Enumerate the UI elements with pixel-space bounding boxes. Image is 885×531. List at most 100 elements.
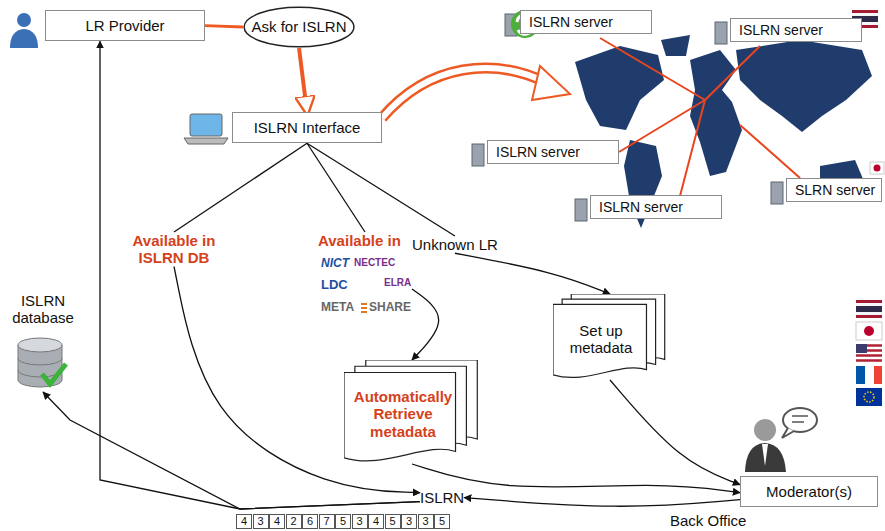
logo-text: META [321, 300, 354, 314]
world-map [575, 46, 664, 130]
branch-label: Unknown LR [412, 236, 498, 253]
moderator-icon [782, 428, 794, 438]
interface-box: ISLRN Interface [232, 112, 382, 143]
request-ellipse: Ask for ISLRN [243, 6, 355, 48]
node-text: Available in [318, 232, 412, 249]
number-cell: 3 [418, 514, 434, 529]
ellipse-outline [244, 7, 354, 46]
number-cell: 5 [385, 514, 401, 529]
node-text: SLRN server [795, 182, 875, 198]
number-cell: 5 [434, 514, 450, 529]
number-cell: 7 [319, 514, 335, 529]
database-icon [18, 338, 66, 387]
logo-text: LDC [321, 277, 348, 292]
server-link [740, 125, 800, 178]
connector [307, 143, 365, 232]
database-icon [18, 338, 62, 352]
world-map [690, 50, 742, 176]
number-cell: 3 [253, 514, 269, 529]
document-outline [344, 372, 456, 460]
edge-label: Back Office [668, 512, 748, 529]
number-cell: 5 [335, 514, 351, 529]
logo-text: SHARE [369, 300, 411, 314]
flag-japan [870, 162, 884, 174]
moderator-box: Moderator(s) [740, 476, 878, 507]
laptop-icon [190, 114, 222, 136]
node-text: ISLRN server [529, 14, 645, 30]
node-text: ISLRN [420, 489, 464, 506]
node-text: Automatically Retrieve metadata [350, 388, 456, 440]
server-box: ISLRN server [730, 18, 862, 42]
moderator-icon [792, 416, 808, 422]
node-text: Available in ISLRN DB [120, 232, 228, 267]
node-text: LR Provider [56, 17, 194, 34]
flag-france [696, 199, 882, 384]
number-cell: 2 [286, 514, 302, 529]
meta-share-mark [361, 304, 367, 312]
world-map [736, 40, 872, 132]
server-link [705, 46, 760, 100]
flag-eu [864, 392, 874, 402]
islrn-node: ISLRN [420, 489, 464, 506]
world-map [661, 35, 690, 56]
node-text: ISLRN server [496, 144, 612, 160]
server-link [600, 38, 800, 196]
connector [299, 48, 307, 112]
node-text: ISLRN server [599, 199, 715, 215]
connector [464, 498, 740, 507]
document-stack: Set up metadata [553, 294, 667, 380]
node-text: ISLRN database [2, 292, 84, 327]
hollow-arrow [532, 66, 570, 100]
meta-share-mark [361, 304, 367, 312]
document-outline [553, 304, 646, 377]
connector [412, 289, 439, 360]
flag-thailand [856, 303, 882, 315]
server-icon [575, 199, 587, 221]
hollow-arrow [382, 68, 545, 118]
person-icon [10, 29, 38, 48]
flag-japan [856, 322, 882, 340]
node-text: ISLRN Interface [243, 119, 371, 136]
flag-japan [874, 165, 881, 172]
moderator-icon [745, 443, 786, 472]
server-link [619, 100, 705, 152]
node-text: Set up metadata [559, 322, 643, 357]
number-cell: 3 [352, 514, 368, 529]
flag-japan [864, 326, 874, 336]
flag-france [856, 366, 865, 384]
hollow-arrow [382, 66, 570, 118]
server-link [600, 38, 705, 100]
server-icon [472, 144, 484, 166]
person-icon [17, 13, 31, 27]
number-cell: 6 [302, 514, 318, 529]
flag-usa [856, 344, 882, 362]
document-stack: Automatically Retrieve metadata [344, 360, 480, 464]
node-text: ISLRN server [739, 22, 855, 38]
server-box: SLRN server [786, 178, 882, 202]
logo-text: NECTEC [354, 257, 395, 268]
database-node: ISLRN database [2, 292, 84, 392]
database-icon [42, 364, 66, 384]
connector [307, 143, 455, 236]
flag-thailand [856, 306, 882, 312]
number-cell: 4 [269, 514, 285, 529]
moderator-icon [754, 419, 776, 441]
provider-box: LR Provider [45, 10, 205, 41]
logo-text: NICT [321, 256, 349, 270]
number-cell: 3 [401, 514, 417, 529]
node-text: Moderator(s) [747, 483, 871, 500]
server-icon [472, 14, 783, 221]
server-link [680, 100, 705, 196]
node-text: Ask for ISLRN [251, 18, 346, 35]
laptop-icon [184, 114, 228, 144]
connector [610, 380, 740, 485]
flag-usa [856, 344, 867, 353]
logo-text: ELRA [384, 277, 411, 288]
connector [174, 143, 307, 232]
number-cell: 4 [368, 514, 384, 529]
laptop-icon [184, 138, 228, 144]
flag-eu [856, 388, 882, 406]
connector [205, 26, 243, 27]
